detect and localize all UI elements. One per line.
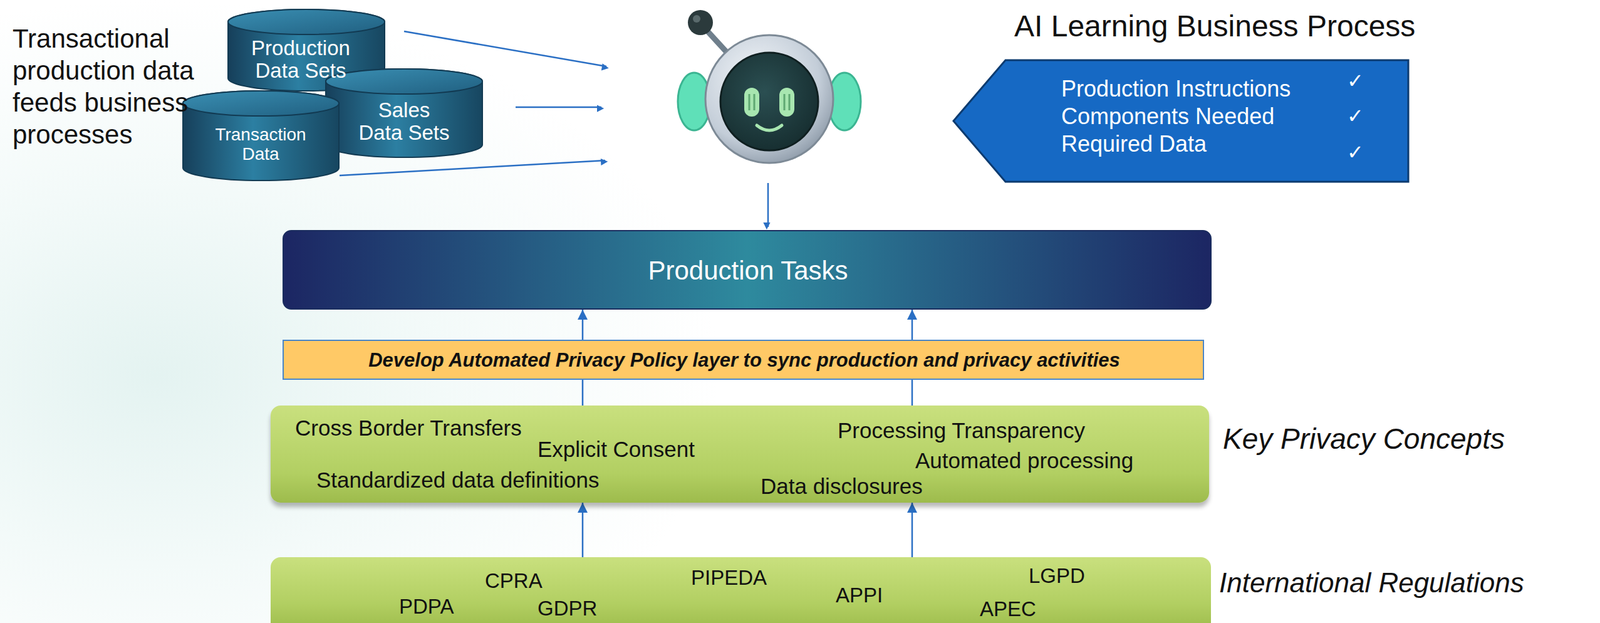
node-text: Standardized data definitions (316, 467, 599, 493)
node-text: Required Data (1061, 131, 1207, 157)
node-text: Sales Data Sets (355, 98, 453, 145)
concepts-band: Key Privacy ConceptsCross Border Transfe… (270, 405, 1210, 503)
flow-connector (581, 379, 584, 406)
node-text: APEC (979, 597, 1037, 621)
band-heading: Key Privacy Concepts (1222, 422, 1505, 455)
check-mark: ✓ (1346, 70, 1364, 93)
node-text: Transaction Data (201, 125, 321, 165)
node-text: Production Tasks (647, 256, 848, 286)
node-text: Explicit Consent (537, 437, 695, 462)
flow-connector (581, 309, 584, 340)
feed-arrows (339, 31, 769, 227)
node-text: Cross Border Transfers (295, 415, 522, 441)
node-text: CPRA (484, 569, 543, 593)
node-text: Processing Transparency (837, 418, 1086, 443)
production-band: Production Tasks (282, 229, 1212, 310)
check-mark: ✓ (1346, 141, 1364, 164)
node-text: Production Data Sets (238, 36, 364, 83)
flow-connector (581, 502, 584, 557)
node-text: Automated processing (915, 448, 1134, 473)
node-text: PIPEDA (690, 566, 767, 589)
flow-connector (911, 502, 914, 557)
side-note: Transactional production data feeds busi… (12, 22, 198, 151)
robot-icon (677, 10, 861, 163)
node-text: PDPA (399, 595, 454, 618)
policy-layer: Develop Automated Privacy Policy layer t… (282, 339, 1205, 380)
node-text: Components Needed (1061, 103, 1275, 130)
node-text: LGPD (1028, 564, 1086, 588)
flow-connector (911, 379, 914, 406)
process-heading: AI Learning Business Process (1014, 10, 1416, 44)
node-text: Production Instructions (1061, 76, 1291, 102)
node-text: Develop Automated Privacy Policy layer t… (368, 349, 1121, 371)
process-pentagon: AI Learning Business ProcessProduction I… (952, 58, 1410, 183)
node-text: APPI (835, 583, 883, 607)
flow-connector (911, 309, 914, 340)
database-cylinder: Transaction Data (181, 89, 341, 182)
node-text: Data disclosures (760, 474, 923, 499)
node-text: GDPR (537, 597, 598, 620)
regulations-band: International RegulationsCPRAPIPEDALGPDP… (270, 556, 1211, 623)
database-cylinder: Production Data Sets (226, 8, 386, 93)
band-heading: International Regulations (1219, 567, 1525, 598)
database-cylinder: Sales Data Sets (324, 67, 484, 159)
check-mark: ✓ (1346, 105, 1364, 128)
